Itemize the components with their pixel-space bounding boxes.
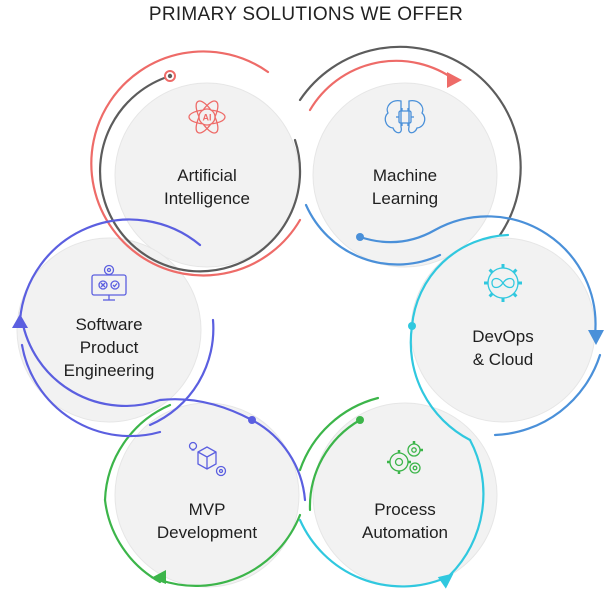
devops-cyan-arc-2: [409, 324, 472, 442]
devops-blue-arc: [493, 353, 602, 437]
infinity-gear-icon: [484, 264, 522, 302]
ml-blue-arc: [304, 203, 442, 266]
label-mvp-development: MVP Development: [156, 500, 258, 542]
markers: [12, 70, 604, 589]
process-green-dot: [356, 416, 364, 424]
label-software-product-engineering: Software Product Engineering: [63, 315, 155, 380]
process-cyan-arc-2: [298, 518, 447, 588]
brain-chip-icon: [384, 100, 426, 134]
devops-arrowhead: [588, 330, 604, 345]
label-artificial-intelligence: Artificial Intelligence: [163, 166, 250, 208]
ml-blue-dot: [356, 233, 364, 241]
ml-outer-arc: [298, 45, 522, 237]
process-green-arc-2: [298, 396, 380, 472]
label-process-automation: Process Automation: [362, 500, 448, 542]
svg-text:AI: AI: [203, 113, 212, 123]
card-mvp: [114, 402, 300, 588]
mvp-green-arc-2: [103, 498, 162, 584]
card-software: [16, 237, 202, 423]
ai-outer-arc: [90, 50, 302, 277]
mvp-arrowhead: [151, 570, 166, 584]
process-arrowhead: [437, 573, 454, 589]
process-cyan-arc: [448, 438, 485, 577]
ai-atom-icon: AI: [188, 100, 226, 134]
card-backgrounds: [16, 82, 596, 588]
software-violet-inner: [20, 343, 162, 438]
ai-inner-arc: [98, 74, 302, 273]
ml-inner-arc: [308, 59, 457, 112]
process-green-arc: [308, 418, 362, 512]
software-violet-arc: [18, 218, 202, 322]
blue-connector: [358, 215, 597, 337]
mvp-green-arc: [158, 513, 302, 587]
ring-arcs: [18, 45, 602, 588]
devops-cyan-arc: [410, 233, 510, 328]
software-violet-arc-2: [148, 318, 215, 427]
label-machine-learning: Machine Learning: [371, 166, 439, 208]
card-ml: [312, 82, 498, 268]
gears-icon: [387, 441, 423, 474]
box-bulb-gear-icon: [188, 441, 227, 477]
label-devops-cloud: DevOps & Cloud: [472, 327, 534, 369]
software-arrowhead: [12, 314, 28, 328]
ml-arrowhead: [447, 72, 462, 88]
mvp-violet-dot: [248, 416, 256, 424]
page-title: PRIMARY SOLUTIONS WE OFFER: [148, 4, 464, 25]
monitor-gear-icon: [91, 264, 127, 301]
card-process: [312, 402, 498, 588]
mvp-violet-arc: [250, 418, 307, 502]
mvp-green-arc-3: [103, 403, 172, 502]
devops-cyan-dot: [408, 322, 416, 330]
mvp-violet-connector: [20, 318, 254, 422]
